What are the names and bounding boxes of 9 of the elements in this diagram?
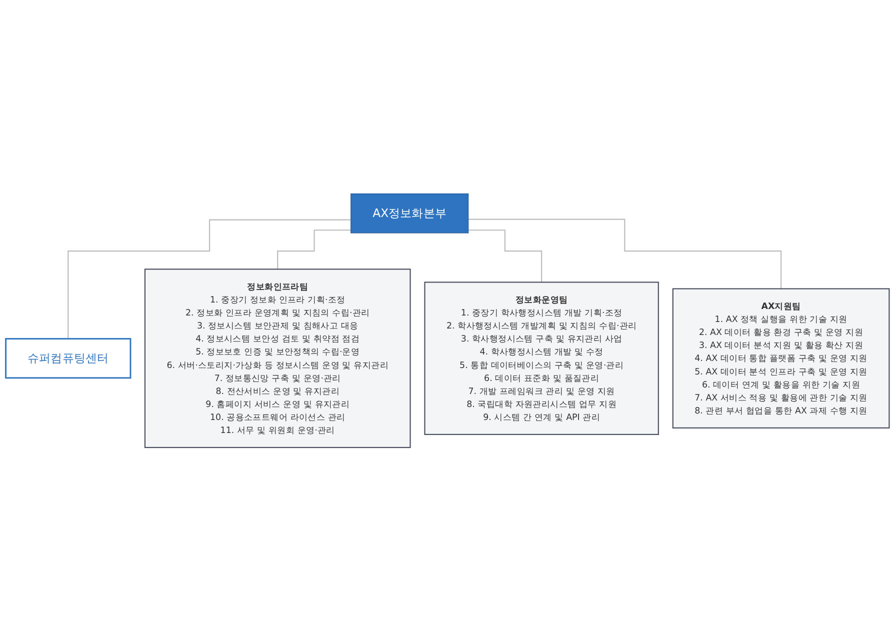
connector — [468, 219, 782, 290]
node-box: 정보화운영팀 1. 중장기 학사행정시스템 개발 기획·조정 2. 학사행정시스템 개발계획 및 지침의 수립·관리 3. 학사행정시스템 구축 및 유지관리 사업 4. 학사행정시스템 개발 및 수정 5. 통합 데이터베이스의 구축 및 운영·관리 6. 데이터 표준화 및 품질관리 7. 개발 프레임워크 관리 및 운영 지원 8. 국립대학 자원관리시스템 업무 지원 9. 시스템 간 연계 및 API 관리 — [424, 282, 659, 436]
connector — [468, 230, 542, 284]
node-box: 슈퍼컴퓨팅센터 — [5, 338, 132, 379]
node-box: AX지원팀 1. AX 정책 실행을 위한 기술 지원 2. AX 데이터 활용 환경 구축 및 운영 지원 3. AX 데이터 분석 지원 및 활용 확산 지원 4. AX 데이터 통합 플랫폼 구축 및 운영 지원 5. AX 데이터 분석 인프라 구축 및 운영 지원 6. 데이터 연계 및 활용을 위한 기술 지원 7. AX 서비스 적용 및 활용에 관한 기술 지원 8. 관련 부서 협업을 통한 AX 과제 수행 지원 — [672, 288, 890, 429]
node-box: 정보화인프라팀 1. 중장기 정보화 인프라 기획·조정 2. 정보화 인프라 운영계획 및 지침의 수립·관리 3. 정보시스템 보안관제 및 침해사고 대응 4. 정보시스템 보안성 검토 및 취약점 점검 5. 정보보호 인증 및 보안정책의 수립·운영 6. 서버·스토리지·가상화 등 정보시스템 운영 및 유지관리 7. 정보통신망 구축 및 운영·관리 8. 전산서비스 운영 및 유지관리 9. 홈페이지 서비스 운영 및 유지관리 10. 공용소프트웨어 라이선스 관리 11. 서무 및 위원회 운영·관리 — [144, 268, 411, 448]
connector — [68, 220, 351, 340]
connector — [277, 230, 351, 270]
node-box: AX정보화본부 — [350, 194, 469, 234]
